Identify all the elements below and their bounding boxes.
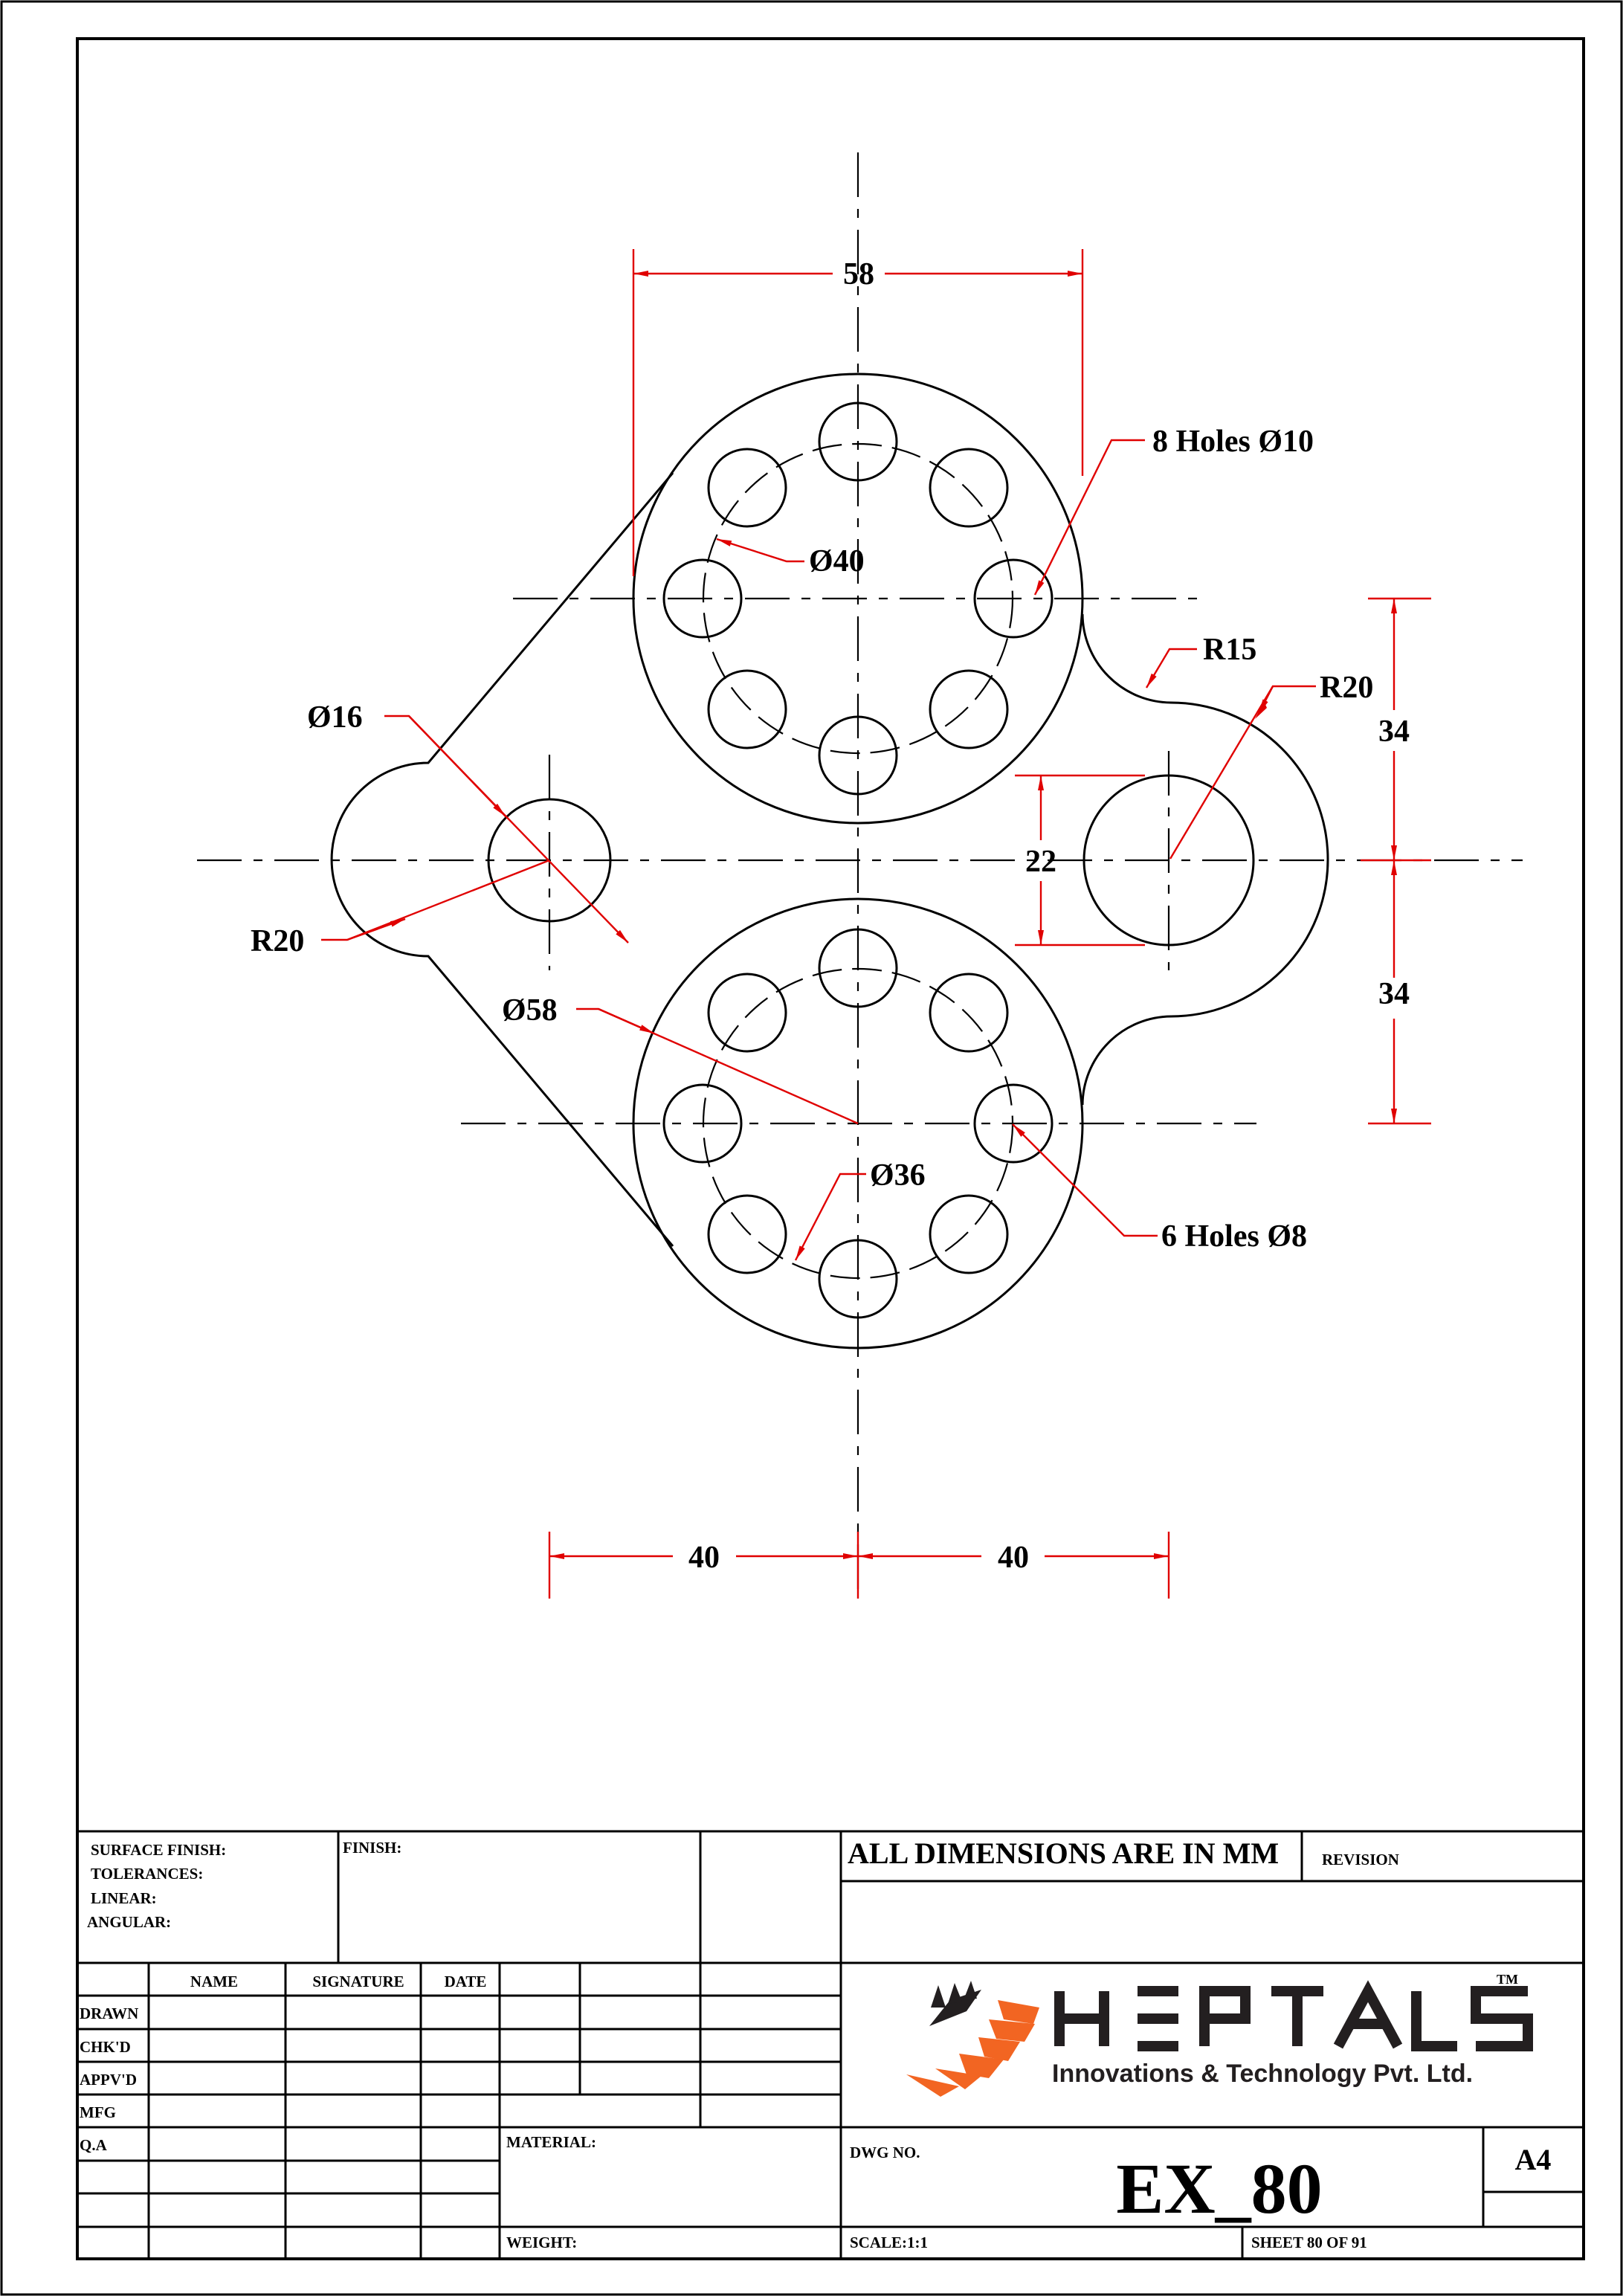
- tb-sheet-number: SHEET 80 OF 91: [1251, 2234, 1367, 2251]
- tb-dwg-no-label: DWG NO.: [850, 2144, 920, 2161]
- dim-40-left: 40: [688, 1541, 720, 1575]
- tb-angular: ANGULAR:: [87, 1913, 171, 1931]
- dim-diameter-16: Ø16: [307, 700, 363, 735]
- tb-tolerances: TOLERANCES:: [91, 1865, 203, 1883]
- dim-diameter-58: Ø58: [502, 993, 558, 1028]
- drawing-frame: [76, 37, 1585, 2260]
- tb-row-drawn: DRAWN: [80, 2005, 138, 2022]
- tb-col-name: NAME: [190, 1973, 238, 1990]
- logo-wordmark: [1054, 1980, 1533, 2051]
- tb-col-signature: SIGNATURE: [312, 1973, 404, 1990]
- title-block: SURFACE FINISH: TOLERANCES: LINEAR: ANGU…: [77, 1830, 1584, 2259]
- dim-22: 22: [1025, 845, 1056, 879]
- part-geometry: [197, 152, 1523, 1599]
- tb-weight: WEIGHT:: [506, 2234, 577, 2251]
- dim-radius-20-left: R20: [251, 924, 304, 958]
- dim-40-right: 40: [998, 1541, 1029, 1575]
- logo-mark: [906, 1981, 1039, 2097]
- dim-radius-20-right: R20: [1320, 671, 1373, 705]
- tb-linear: LINEAR:: [91, 1889, 157, 1907]
- logo-tagline: Innovations & Technology Pvt. Ltd.: [1052, 2060, 1473, 2088]
- tb-dwg-no: EX_80: [1116, 2149, 1322, 2228]
- dim-34-bottom: 34: [1378, 977, 1410, 1011]
- company-logo: TM Innovations & Technology Pvt. Ltd.: [906, 1972, 1533, 2097]
- tb-finish: FINISH:: [343, 1839, 401, 1857]
- tb-col-date: DATE: [445, 1973, 487, 1990]
- tb-row-mfg: MFG: [80, 2103, 116, 2121]
- tb-surface-finish: SURFACE FINISH:: [91, 1841, 226, 1859]
- tb-row-checked: CHK'D: [80, 2038, 131, 2056]
- dim-diameter-36: Ø36: [870, 1158, 926, 1193]
- logo-tm: TM: [1497, 1972, 1518, 1987]
- tb-row-qa: Q.A: [80, 2136, 108, 2154]
- tb-all-dimensions: ALL DIMENSIONS ARE IN MM: [848, 1837, 1279, 1870]
- tb-revision: REVISION: [1322, 1851, 1399, 1868]
- dim-diameter-40: Ø40: [809, 544, 865, 578]
- tb-material: MATERIAL:: [506, 2133, 596, 2151]
- tb-sheet-size: A4: [1515, 2143, 1552, 2176]
- tb-scale: SCALE:1:1: [850, 2234, 928, 2251]
- dim-8-holes: 8 Holes Ø10: [1152, 425, 1314, 459]
- dim-radius-15: R15: [1203, 633, 1256, 667]
- dim-34-top: 34: [1378, 715, 1410, 749]
- dimensions: 58 8 Holes Ø10 Ø40 R15 R20 34 34 22: [251, 249, 1431, 1599]
- dim-58-top: 58: [843, 257, 874, 291]
- dim-6-holes: 6 Holes Ø8: [1161, 1219, 1307, 1254]
- tb-row-approved: APPV'D: [80, 2071, 137, 2089]
